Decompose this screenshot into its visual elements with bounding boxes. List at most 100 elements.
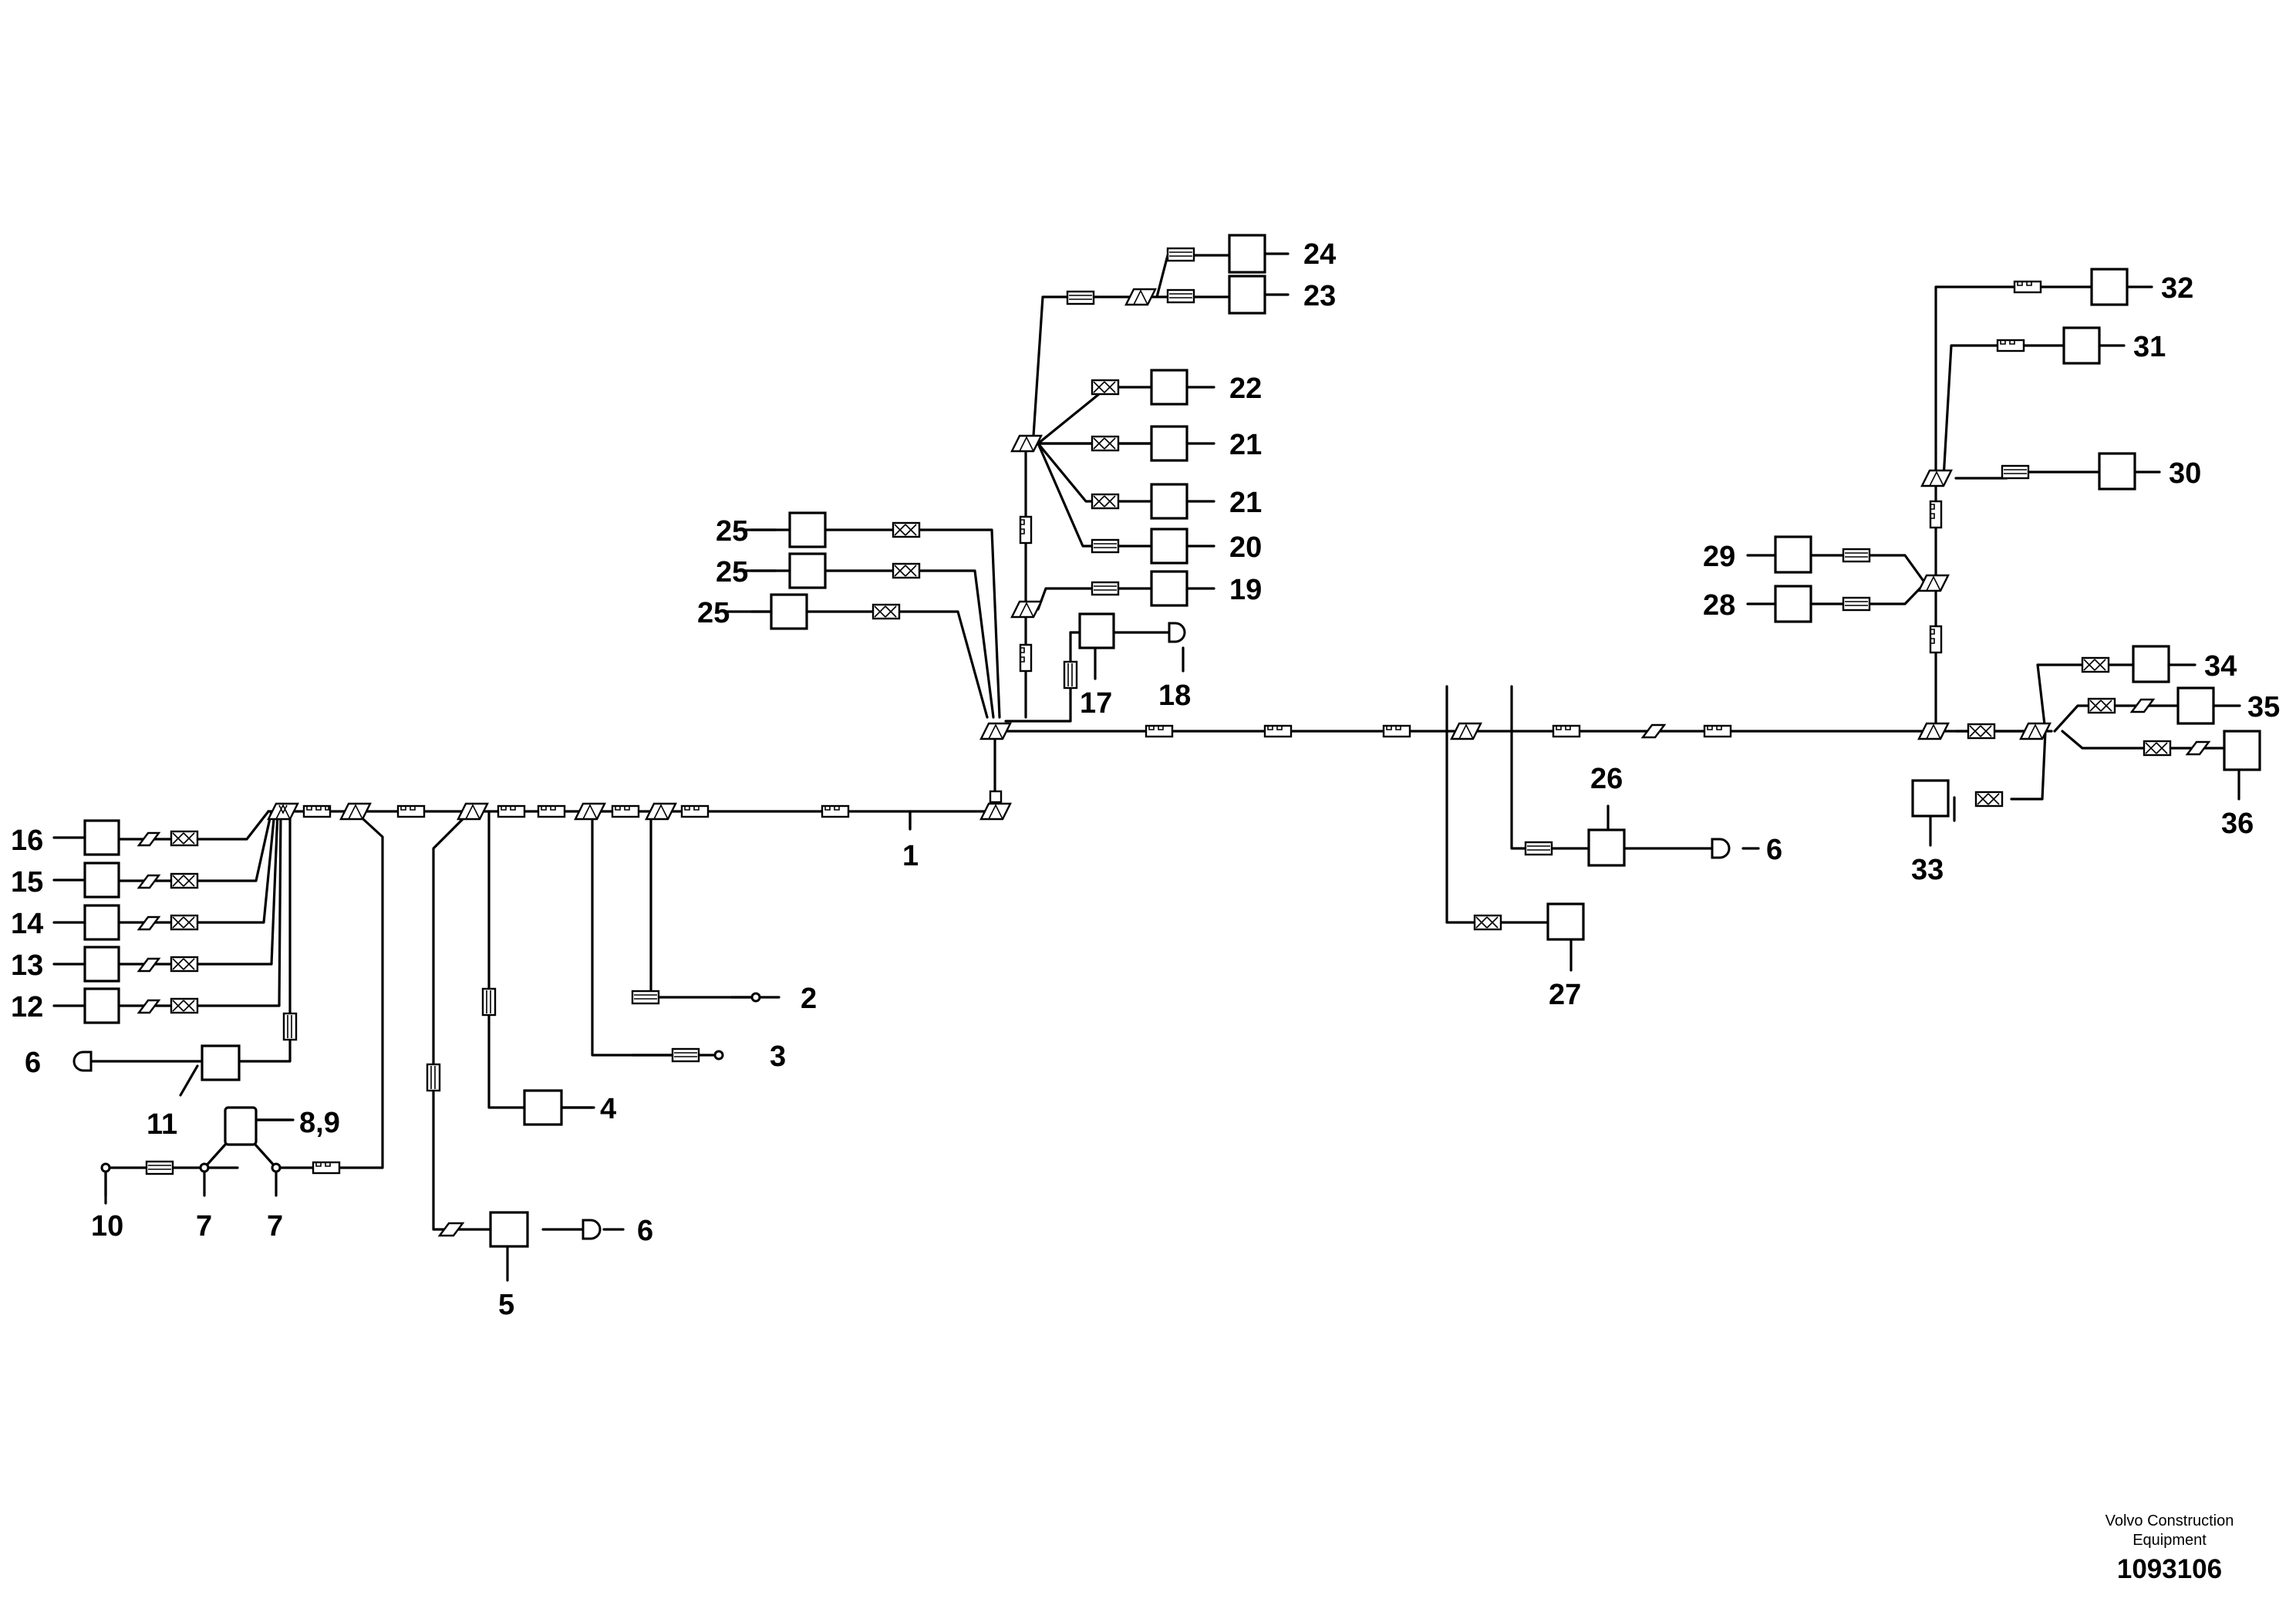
junction-node (1917, 722, 1950, 740)
connector-symbol (1473, 914, 1502, 931)
junction-node (979, 722, 1012, 740)
junction-node (1917, 574, 1950, 592)
ring-terminal (199, 1162, 210, 1173)
callout-35: 35 (2247, 691, 2280, 723)
junction-node (645, 802, 677, 821)
connector-symbol (137, 831, 161, 847)
connector-symbol (892, 562, 921, 579)
component-31 (2062, 326, 2101, 365)
connector-symbol (2129, 698, 2156, 713)
callout-36: 36 (2221, 808, 2254, 840)
component-35 (2176, 686, 2215, 725)
junction-node (267, 802, 299, 821)
connector-symbol (1063, 660, 1078, 690)
inline-connectors (137, 247, 2211, 1237)
callout-15: 15 (11, 866, 43, 899)
connector-symbol (680, 804, 710, 818)
ring-terminal (713, 1050, 724, 1061)
component-34 (2132, 645, 2170, 683)
connector-symbol (170, 914, 199, 931)
callout-13: 13 (11, 949, 43, 982)
component-33 (1911, 779, 1950, 818)
component-36 (2223, 730, 2261, 771)
connector-symbol (1382, 724, 1411, 738)
component-27 (1546, 902, 1585, 941)
component-17 (1078, 612, 1115, 649)
callout-5: 5 (498, 1289, 514, 1321)
connector-symbol (1091, 581, 1120, 596)
plug-terminal (1711, 838, 1731, 859)
callout-23: 23 (1303, 280, 1336, 312)
connector-symbol (2143, 740, 2172, 757)
callout-2: 2 (801, 983, 817, 1015)
callout-34: 34 (2204, 650, 2237, 683)
callout-16: 16 (11, 824, 43, 857)
connector-symbol (671, 1047, 700, 1063)
connector-symbol (1166, 288, 1195, 304)
component-19 (1150, 570, 1188, 607)
connector-symbol (872, 603, 901, 620)
component-25b (788, 552, 827, 589)
connector-symbol (2001, 464, 2030, 480)
callout-22: 22 (1229, 373, 1262, 405)
callout-28: 28 (1703, 589, 1735, 622)
connector-symbol (1263, 724, 1293, 738)
component-5 (489, 1211, 529, 1248)
connector-symbol (137, 874, 161, 889)
callout-6a: 6 (25, 1047, 41, 1079)
callout-11: 11 (147, 1108, 177, 1141)
connector-symbol (1552, 724, 1581, 738)
company-name-line1: Volvo Construction (2106, 1512, 2234, 1529)
callout-27: 27 (1549, 979, 1581, 1011)
callout-4: 4 (600, 1093, 616, 1125)
connector-symbol (170, 872, 199, 889)
callout-3: 3 (770, 1040, 786, 1073)
connector-symbol (1066, 290, 1095, 305)
callout-25c: 25 (697, 597, 730, 629)
connector-symbol (137, 916, 161, 931)
connector-symbol (1145, 724, 1174, 738)
ring-terminal (750, 992, 761, 1003)
junction-node (339, 802, 372, 821)
connector-symbol (2081, 656, 2110, 673)
callout-24: 24 (1303, 238, 1336, 271)
callout-1: 1 (902, 840, 919, 872)
company-name-line2: Equipment (2132, 1532, 2207, 1549)
component-16 (83, 819, 120, 856)
connector-symbol (1524, 841, 1553, 856)
junction-nodes (267, 288, 2052, 821)
callout-32: 32 (2161, 272, 2193, 305)
plug-terminal (1168, 622, 1186, 643)
callout-8-9: 8,9 (299, 1107, 340, 1139)
component-13 (83, 946, 120, 983)
connector-symbol (481, 987, 497, 1017)
connector-symbol (1019, 643, 1033, 673)
callout-20: 20 (1229, 531, 1262, 564)
component-23 (1228, 275, 1266, 315)
connector-symbol (1996, 339, 2025, 352)
callout-25b: 25 (716, 556, 748, 588)
callout-6b: 6 (637, 1215, 653, 1247)
junction-node (1124, 288, 1157, 306)
connector-symbol (1929, 500, 1943, 529)
callout-33: 33 (1911, 854, 1944, 886)
junction-node (1010, 600, 1043, 619)
connector-symbol (426, 1063, 441, 1092)
junction-node (574, 802, 606, 821)
callout-29: 29 (1703, 541, 1735, 573)
connector-symbol (497, 804, 526, 818)
component-22 (1150, 369, 1188, 406)
connector-symbol (611, 804, 640, 818)
connector-symbol (282, 1012, 298, 1041)
ring-terminal (100, 1162, 111, 1173)
connector-symbol (170, 830, 199, 847)
connector-symbol (2013, 280, 2042, 294)
connector-symbol (2087, 697, 2116, 714)
ring-terminal (271, 1162, 282, 1173)
document-number: 1093106 (2117, 1554, 2222, 1584)
connector-symbol (1019, 515, 1033, 545)
connector-symbol (1967, 723, 1996, 740)
connector-symbol (137, 999, 161, 1014)
callout-18: 18 (1158, 679, 1191, 712)
